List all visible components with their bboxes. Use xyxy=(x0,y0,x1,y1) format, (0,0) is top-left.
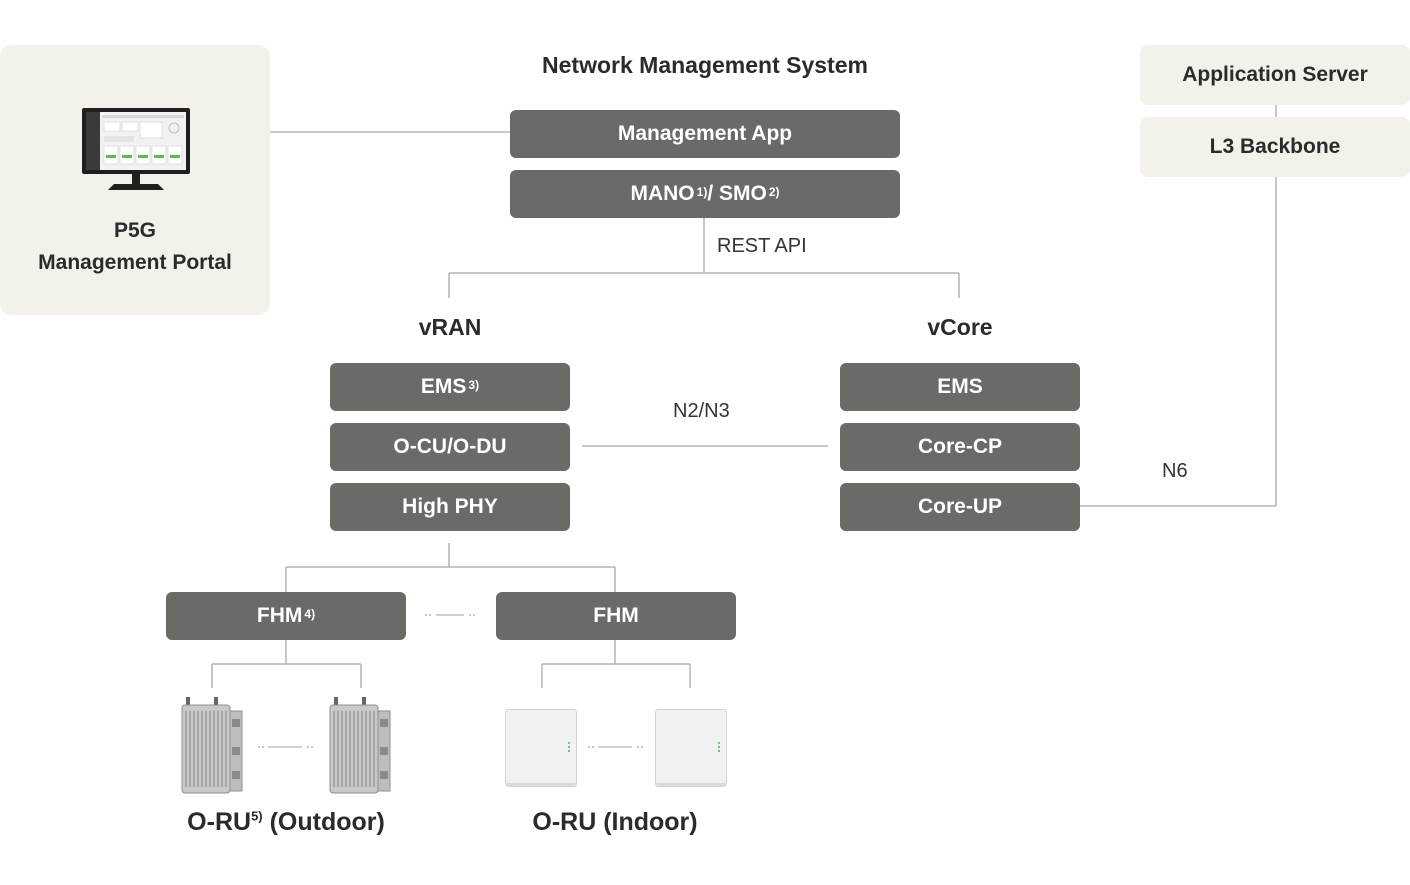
oru-outdoor-label: O-RU5) (Outdoor) xyxy=(136,808,436,837)
application-server-box: Application Server xyxy=(1140,45,1410,105)
high-phy-box: High PHY xyxy=(330,483,570,531)
outdoor-radio-unit-icon xyxy=(328,697,394,797)
vran-ems-footnote: 3) xyxy=(468,378,480,392)
portal-label-line1: P5G xyxy=(113,219,157,242)
monitor-icon xyxy=(82,108,190,192)
rest-api-label: REST API xyxy=(717,235,807,257)
oru-footnote: 5) xyxy=(251,808,263,824)
l3-backbone-box: L3 Backbone xyxy=(1140,117,1410,177)
smo-label: / SMO xyxy=(707,182,767,205)
management-app-box: Management App xyxy=(510,110,900,158)
indoor-radio-unit-icon xyxy=(505,709,577,787)
ocu-odu-box: O-CU/O-DU xyxy=(330,423,570,471)
indoor-radio-unit-icon xyxy=(655,709,727,787)
oru-outdoor-suffix: (Outdoor) xyxy=(262,808,385,836)
core-up-box: Core-UP xyxy=(840,483,1080,531)
n6-label: N6 xyxy=(1162,460,1188,482)
fhm-left-footnote: 4) xyxy=(304,607,316,621)
portal-label: P5G Management Portal xyxy=(0,215,270,279)
smo-footnote: 2) xyxy=(768,185,780,199)
fhm-left-label: FHM xyxy=(256,604,303,627)
vcore-title: vCore xyxy=(927,314,993,340)
oru-outdoor-prefix: O-RU xyxy=(187,808,252,836)
vran-title: vRAN xyxy=(418,314,482,340)
vcore-ems-box: EMS xyxy=(840,363,1080,411)
portal-panel: P5G Management Portal xyxy=(0,45,270,315)
oru-indoor-label: O-RU (Indoor) xyxy=(532,808,698,836)
core-cp-box: Core-CP xyxy=(840,423,1080,471)
fhm-right-box: FHM xyxy=(496,592,736,640)
vran-ems-label: EMS xyxy=(420,375,467,398)
mano-footnote: 1) xyxy=(696,185,708,199)
nms-title: Network Management System xyxy=(542,52,868,78)
mano-label: MANO xyxy=(630,182,695,205)
n2n3-label: N2/N3 xyxy=(673,400,730,422)
portal-label-line2: Management Portal xyxy=(38,251,232,274)
outdoor-radio-unit-icon xyxy=(180,697,246,797)
